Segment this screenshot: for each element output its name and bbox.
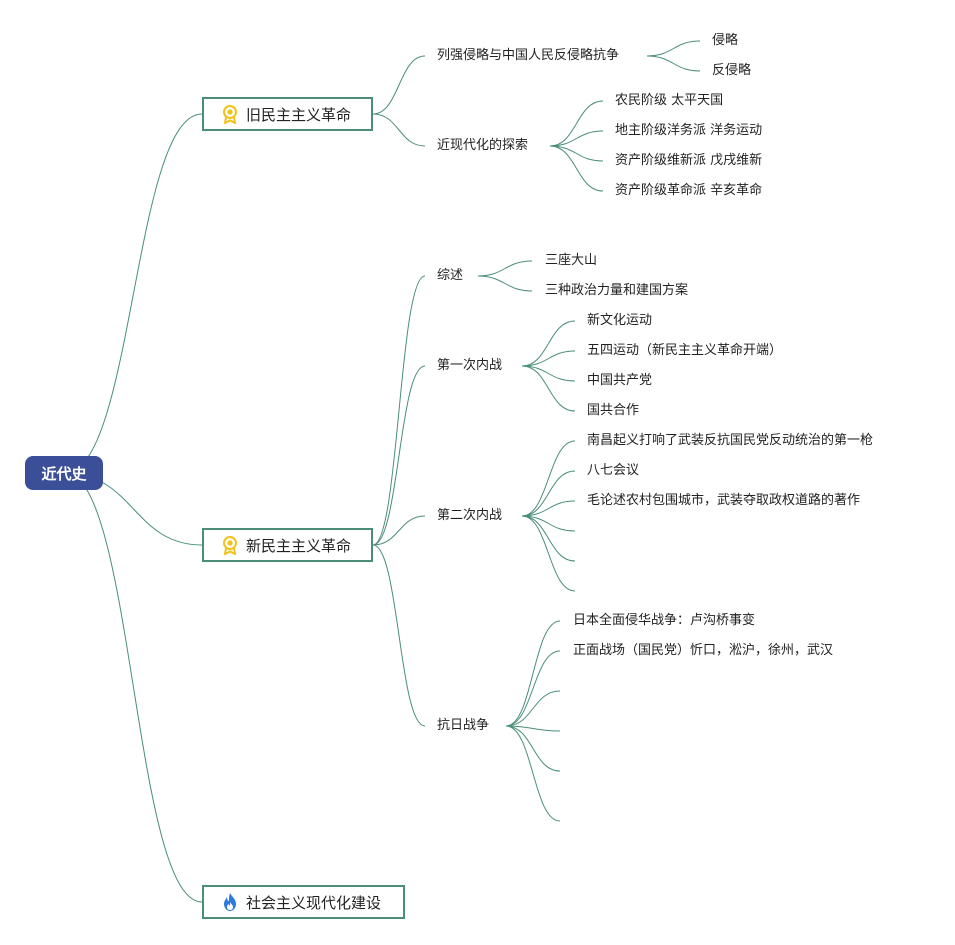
connector-line: [372, 515, 426, 546]
branch-label: 新民主主义革命: [246, 536, 352, 555]
connector-line: [505, 620, 561, 727]
leaf-item[interactable]: 中国共产党: [587, 373, 653, 388]
leaf-item[interactable]: 五四运动（新民主主义革命开端）: [587, 343, 783, 358]
branch-label: 旧民主主义革命: [246, 105, 352, 124]
connector-line: [549, 130, 604, 147]
connector-line: [549, 145, 604, 162]
connector-line: [521, 320, 576, 367]
connector-line: [372, 275, 426, 546]
leaf-item[interactable]: 反侵略: [712, 63, 752, 78]
connector-line: [477, 275, 533, 292]
connector-line: [521, 440, 576, 517]
connector-line: [372, 55, 426, 115]
root-label: 近代史: [41, 464, 87, 483]
connector-line: [521, 515, 576, 562]
connector-line: [646, 40, 701, 57]
leaf-item[interactable]: 新文化运动: [587, 313, 653, 328]
flame-icon: [220, 892, 240, 912]
connector-line: [505, 690, 561, 727]
connector-line: [521, 365, 576, 412]
connector-line: [64, 113, 203, 474]
connector-line: [505, 725, 561, 822]
branch-socialist-modernization[interactable]: 社会主义现代化建设: [202, 885, 405, 919]
leaf-item[interactable]: 地主阶级洋务派 洋务运动: [615, 123, 763, 138]
connector-line: [521, 470, 576, 517]
sub-topic[interactable]: 综述: [437, 268, 464, 283]
connector-line: [372, 113, 426, 147]
leaf-item[interactable]: 农民阶级 太平天国: [615, 93, 724, 108]
leaf-item[interactable]: 正面战场（国民党）忻口，淞沪，徐州，武汉: [573, 643, 834, 658]
branch-label: 社会主义现代化建设: [246, 893, 382, 912]
leaf-item[interactable]: 三种政治力量和建国方案: [545, 283, 689, 298]
sub-topic[interactable]: 列强侵略与中国人民反侵略抗争: [437, 48, 620, 63]
connector-line: [521, 350, 576, 367]
connector-line: [646, 55, 701, 72]
leaf-item[interactable]: 资产阶级维新派 戊戌维新: [615, 153, 763, 168]
connector-line: [521, 515, 576, 532]
connector-line: [372, 365, 426, 546]
connector-line: [549, 100, 604, 147]
connector-line: [549, 145, 604, 192]
sub-topic[interactable]: 第二次内战: [437, 508, 503, 523]
leaf-item[interactable]: 三座大山: [545, 253, 598, 268]
leaf-item[interactable]: 侵略: [712, 33, 739, 48]
branch-new-democratic-revolution[interactable]: 新民主主义革命: [202, 528, 373, 562]
leaf-item[interactable]: 国共合作: [587, 403, 640, 418]
leaf-item[interactable]: 南昌起义打响了武装反抗国民党反动统治的第一枪: [587, 433, 874, 448]
connector-line: [505, 725, 561, 772]
award-icon: [220, 104, 240, 125]
root-node[interactable]: 近代史: [25, 456, 103, 490]
connector-line: [505, 725, 561, 732]
sub-topic[interactable]: 第一次内战: [437, 358, 503, 373]
leaf-item[interactable]: 毛论述农村包围城市，武装夺取政权道路的著作: [587, 493, 861, 508]
sub-topic[interactable]: 近现代化的探索: [437, 138, 529, 153]
leaf-item[interactable]: 日本全面侵华战争：卢沟桥事变: [573, 613, 756, 628]
connector-line: [505, 650, 561, 727]
connector-line: [64, 472, 203, 903]
sub-topic[interactable]: 抗日战争: [437, 718, 490, 733]
connector-line: [521, 515, 576, 592]
connector-line: [477, 260, 533, 277]
branch-old-democratic-revolution[interactable]: 旧民主主义革命: [202, 97, 373, 131]
connector-line: [521, 365, 576, 382]
award-icon: [220, 535, 240, 556]
connector-line: [521, 500, 576, 517]
leaf-item[interactable]: 八七会议: [587, 463, 640, 478]
leaf-item[interactable]: 资产阶级革命派 辛亥革命: [615, 183, 763, 198]
connector-line: [372, 544, 426, 727]
